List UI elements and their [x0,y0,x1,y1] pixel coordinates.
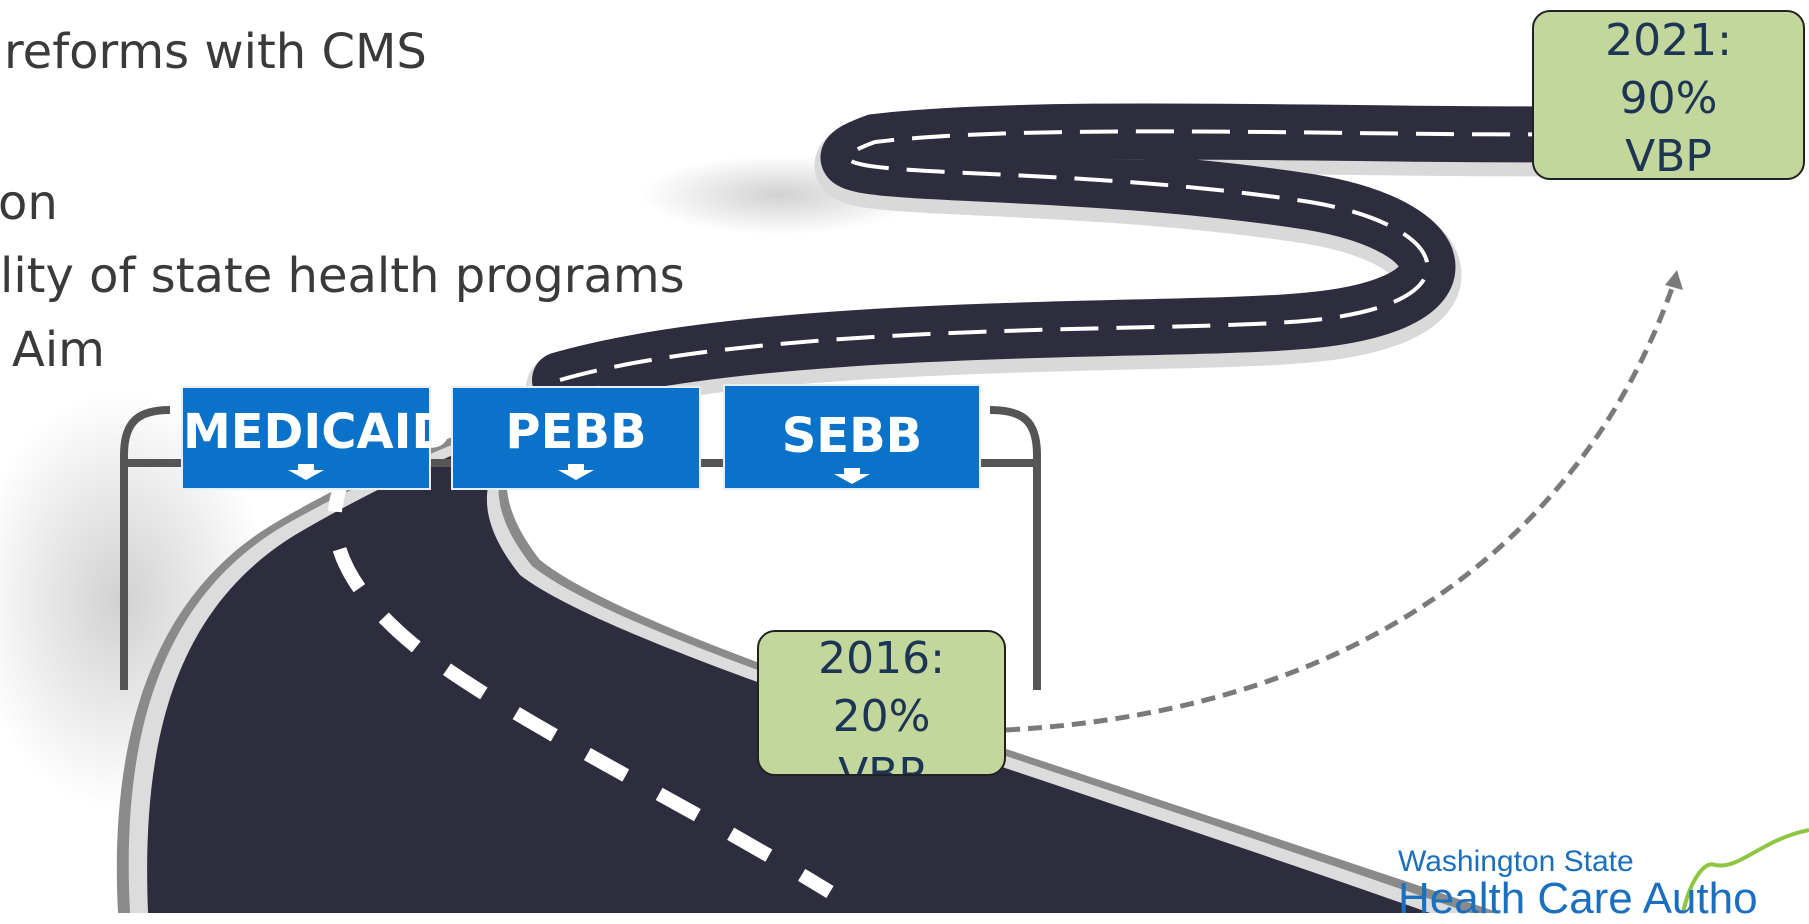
logo-org-name: Health Care Autho [1398,874,1758,923]
milestone-2021: 2021: 90% VBP [1532,10,1805,180]
arrow-down-icon [558,464,594,480]
milestone-2016-label: VBP [838,749,925,776]
logo-org-state: Washington State [1398,845,1634,878]
milestone-2021-pct: 90% [1619,73,1718,124]
milestone-2016-pct: 20% [832,691,931,742]
milestone-2021-label: VBP [1625,131,1712,180]
medicaid-sign-label: MEDICAID [183,404,452,460]
progress-arrowhead [1665,270,1683,290]
sebb-sign: SEBB [723,384,981,490]
milestone-2016-year: 2016: [818,633,945,684]
sebb-sign-label: SEBB [781,408,923,464]
progress-arrow [1005,287,1675,733]
milestone-2016: 2016: 20% VBP [757,630,1006,776]
road-near [147,405,1430,913]
pebb-sign-label: PEBB [505,404,647,460]
road-near-dashes [327,466,834,898]
gantry-right-post [989,406,1041,690]
bullet-text-reforms: reforms with CMS [4,24,427,80]
road-far-dashes [559,129,1571,382]
bullet-text-programs: lity of state health programs [0,248,685,304]
bullet-text-on: on [0,175,58,231]
pebb-sign: PEBB [451,386,701,490]
medicaid-sign: MEDICAID [181,386,452,490]
logo-swoosh-icon [1681,828,1809,913]
arrow-down-icon [288,464,324,480]
gantry-left-post [120,406,171,690]
milestone-2021-year: 2021: [1605,15,1732,66]
arrow-down-icon [834,468,870,484]
bullet-text-aim: Aim [12,322,105,378]
